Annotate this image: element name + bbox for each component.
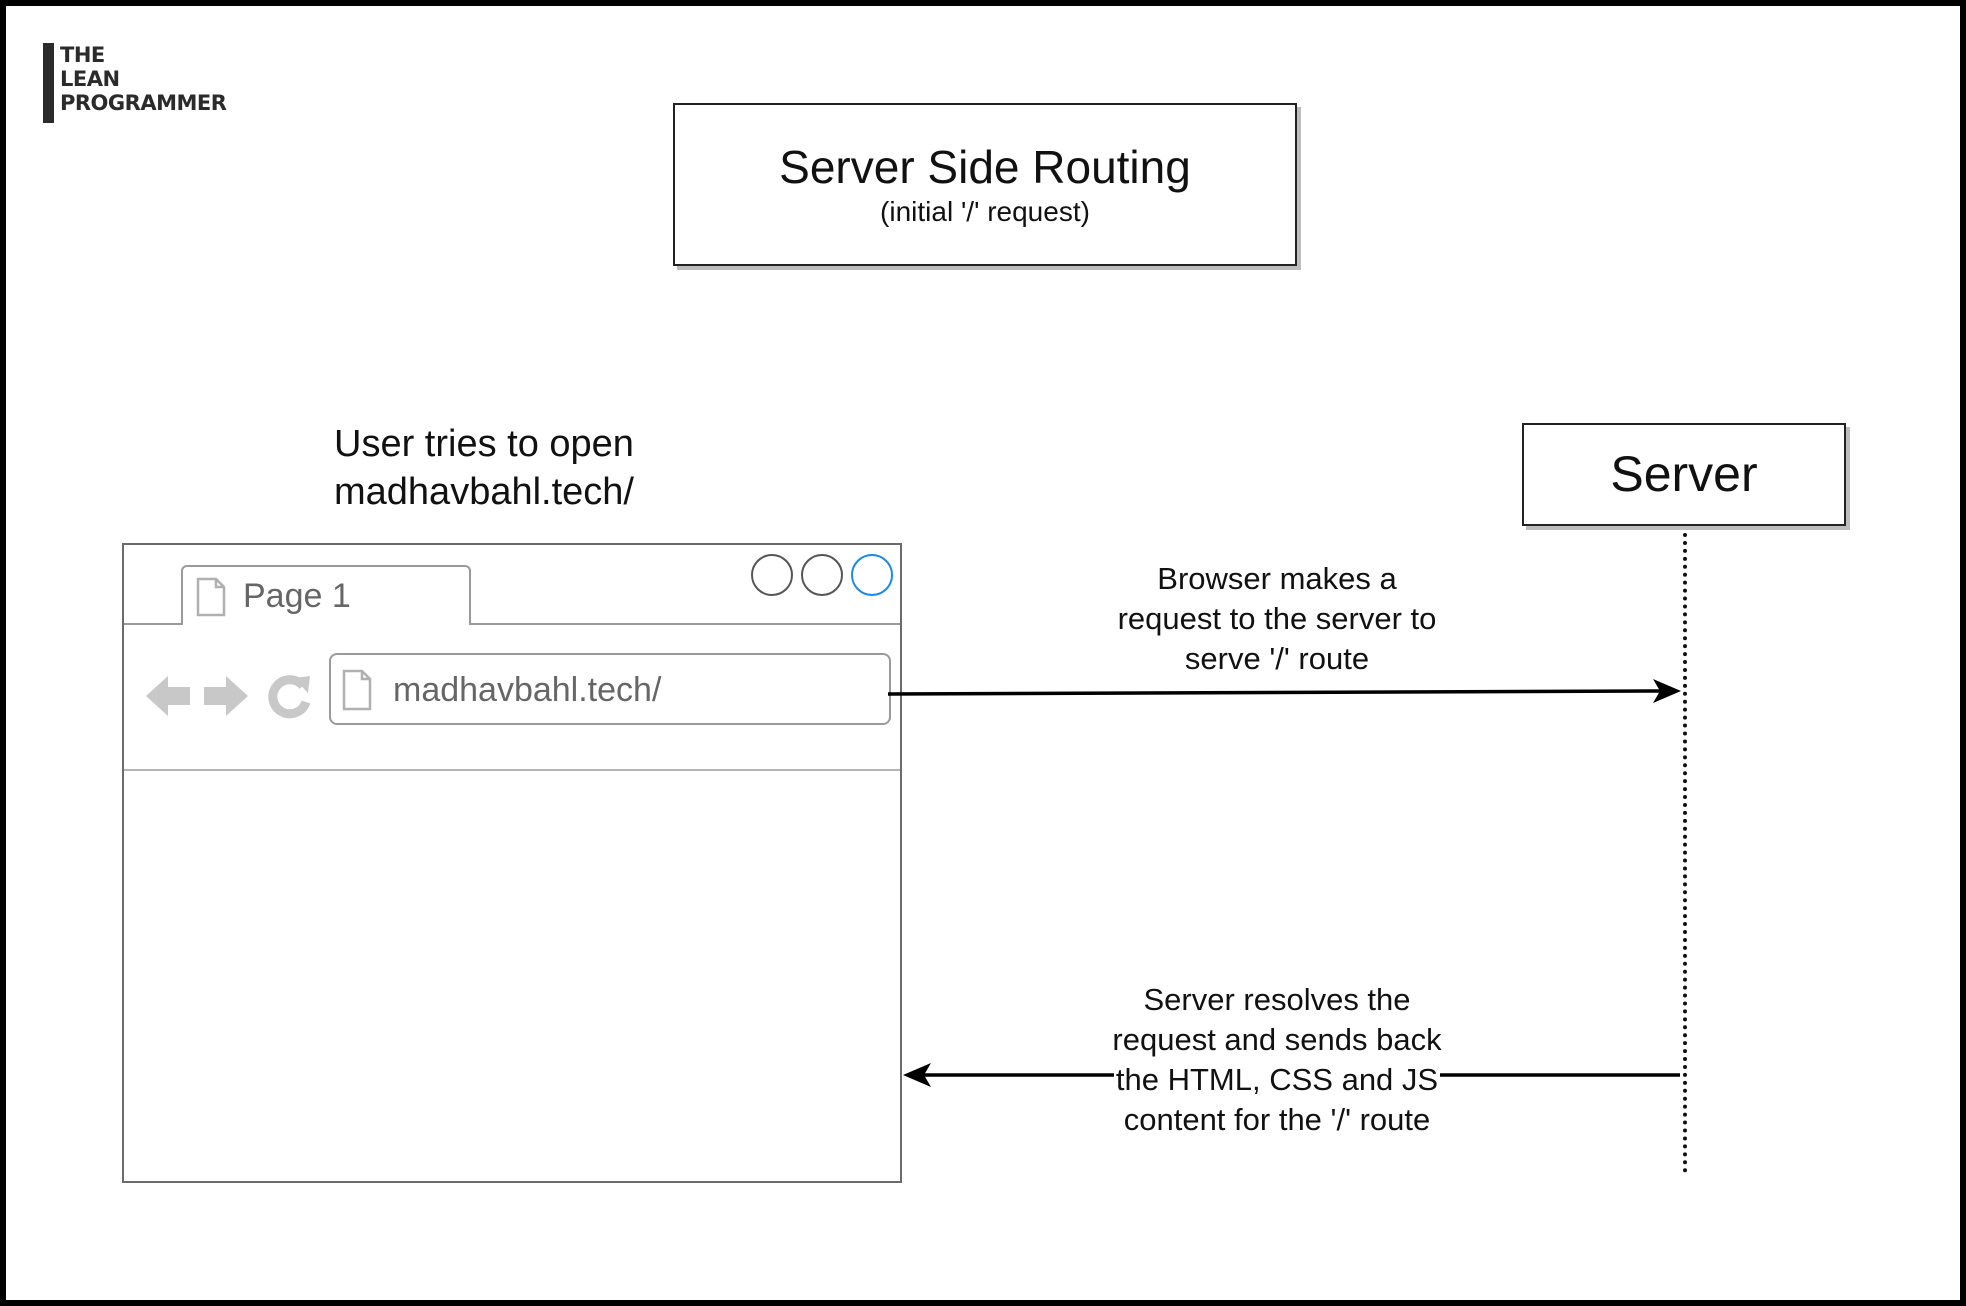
server-box: Server (1522, 423, 1846, 526)
response-message: Server resolves the request and sends ba… (1077, 980, 1477, 1140)
page-icon (196, 577, 226, 617)
browser-mockup: Page 1 madhavbahl.tech/ (122, 543, 902, 1183)
browser-tab[interactable]: Page 1 (181, 565, 471, 625)
page-icon (342, 669, 372, 711)
reload-icon[interactable] (266, 672, 312, 720)
address-bar[interactable]: madhavbahl.tech/ (329, 653, 891, 725)
logo-line: PROGRAMMER (60, 91, 227, 115)
tab-label: Page 1 (243, 577, 351, 615)
request-arrow (887, 679, 1681, 703)
arrow-right-icon[interactable] (202, 672, 250, 720)
response-message-line: content for the '/' route (1121, 1100, 1433, 1140)
circle-icon[interactable] (751, 554, 793, 596)
message-arrows (887, 679, 1681, 1087)
toolbar-divider (124, 769, 900, 771)
circle-icon[interactable] (801, 554, 843, 596)
tab-strip-line (124, 623, 900, 625)
response-message-line: Server resolves the (1141, 980, 1413, 1020)
user-caption-line: madhavbahl.tech/ (334, 471, 634, 513)
lean-programmer-logo: THE LEAN PROGRAMMER (43, 43, 227, 123)
title-box: Server Side Routing (initial '/' request… (673, 103, 1297, 266)
server-label: Server (1610, 446, 1758, 502)
user-caption: User tries to open madhavbahl.tech/ (334, 420, 634, 516)
request-message-line: Browser makes a (1155, 559, 1399, 599)
response-message-line: request and sends back (1110, 1020, 1444, 1060)
logo-line: THE (60, 43, 105, 67)
user-caption-line: User tries to open (334, 423, 634, 465)
logo-line: LEAN (60, 67, 120, 91)
address-text: madhavbahl.tech/ (393, 671, 662, 709)
request-message-line: serve '/' route (1182, 639, 1372, 679)
request-message: Browser makes a request to the server to… (1077, 559, 1477, 679)
response-message-line: the HTML, CSS and JS (1113, 1060, 1441, 1100)
diagram-subtitle: (initial '/' request) (880, 196, 1090, 227)
circle-icon[interactable] (851, 554, 893, 596)
diagram-title: Server Side Routing (779, 141, 1191, 193)
request-message-line: request to the server to (1115, 599, 1439, 639)
arrow-left-icon[interactable] (144, 672, 192, 720)
server-lifeline (1683, 533, 1687, 1173)
